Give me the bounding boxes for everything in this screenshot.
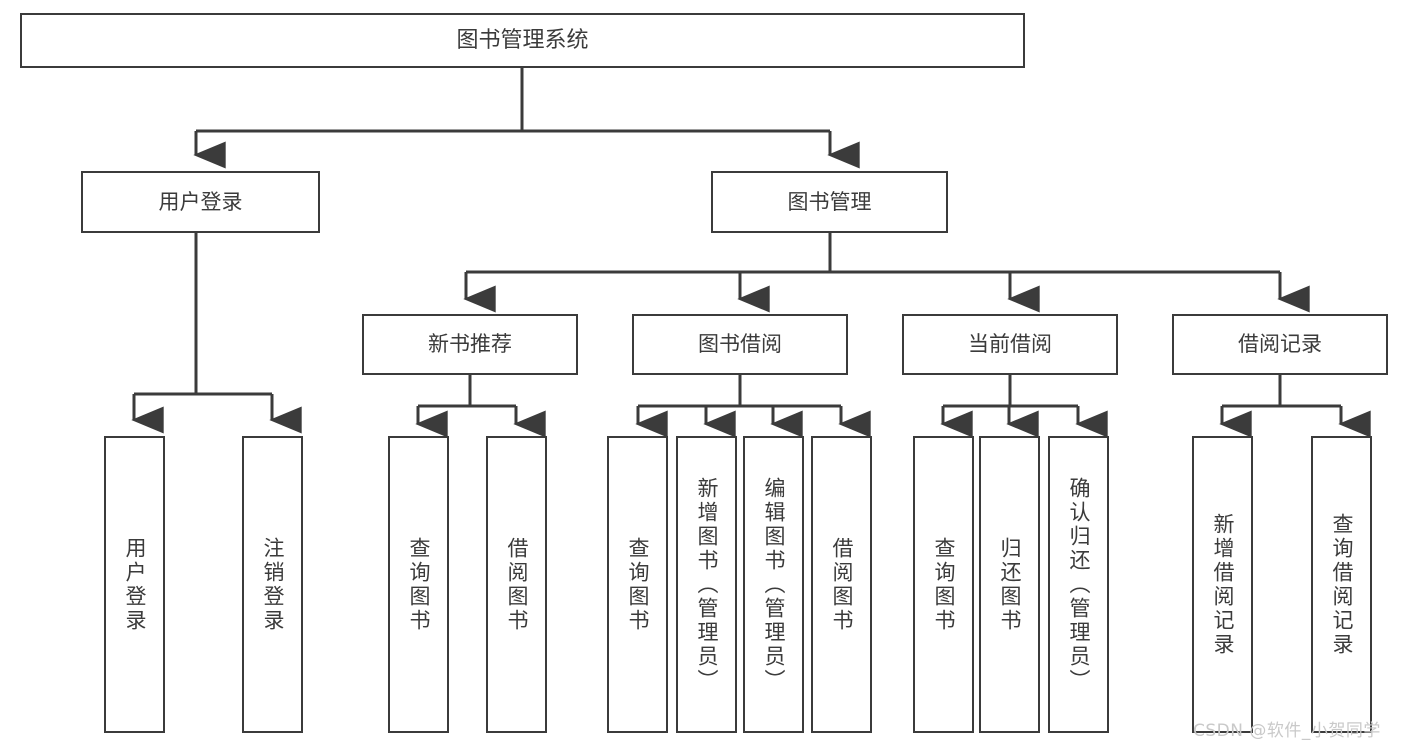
node-label: 查询图书: [932, 536, 956, 633]
node-current-borrow[interactable]: 当前借阅: [902, 314, 1118, 375]
leaf-current-borrow-query-book[interactable]: 查询图书: [913, 436, 974, 733]
leaf-new-book-query-book[interactable]: 查询图书: [388, 436, 449, 733]
node-label: 图书管理: [787, 189, 872, 214]
node-label: 借阅图书: [505, 536, 529, 633]
leaf-book-borrow-query-book[interactable]: 查询图书: [607, 436, 668, 733]
leaf-borrow-record-query-record[interactable]: 查询借阅记录: [1311, 436, 1372, 733]
leaf-current-borrow-confirm-return-admin[interactable]: 确认归还（管理员）: [1048, 436, 1109, 733]
leaf-user-login-logout[interactable]: 注销登录: [242, 436, 303, 733]
leaf-user-login-login[interactable]: 用户登录: [104, 436, 165, 733]
leaf-book-borrow-add-book-admin[interactable]: 新增图书（管理员）: [676, 436, 737, 733]
node-label: 借阅图书: [830, 536, 854, 633]
node-label: 借阅记录: [1238, 332, 1322, 357]
node-label: 新书推荐: [428, 332, 512, 357]
node-book-management-system[interactable]: 图书管理系统: [20, 13, 1025, 68]
node-book-borrow[interactable]: 图书借阅: [632, 314, 848, 375]
csdn-watermark: CSDN @软件_小贺同学: [1193, 721, 1381, 741]
leaf-borrow-record-add-record[interactable]: 新增借阅记录: [1192, 436, 1253, 733]
node-label: 当前借阅: [968, 332, 1052, 357]
node-label: 图书管理系统: [456, 27, 589, 53]
node-label: 注销登录: [261, 536, 285, 633]
node-new-book-recommendation[interactable]: 新书推荐: [362, 314, 578, 375]
node-label: 归还图书: [998, 536, 1022, 633]
node-label: 确认归还（管理员）: [1067, 476, 1091, 693]
node-label: 查询借阅记录: [1330, 512, 1354, 657]
node-label: 用户登录: [158, 189, 243, 214]
node-borrow-record[interactable]: 借阅记录: [1172, 314, 1388, 375]
node-label: 用户登录: [123, 536, 147, 633]
leaf-current-borrow-return-book[interactable]: 归还图书: [979, 436, 1040, 733]
node-label: 查询图书: [626, 536, 650, 633]
node-label: 新增借阅记录: [1211, 512, 1235, 657]
node-label: 新增图书（管理员）: [695, 476, 719, 693]
leaf-new-book-borrow-book[interactable]: 借阅图书: [486, 436, 547, 733]
node-label: 编辑图书（管理员）: [762, 476, 786, 693]
node-label: 查询图书: [407, 536, 431, 633]
leaf-book-borrow-edit-book-admin[interactable]: 编辑图书（管理员）: [743, 436, 804, 733]
node-label: 图书借阅: [698, 332, 782, 357]
leaf-book-borrow-borrow-book[interactable]: 借阅图书: [811, 436, 872, 733]
node-book-management[interactable]: 图书管理: [711, 171, 948, 233]
node-user-login[interactable]: 用户登录: [81, 171, 320, 233]
